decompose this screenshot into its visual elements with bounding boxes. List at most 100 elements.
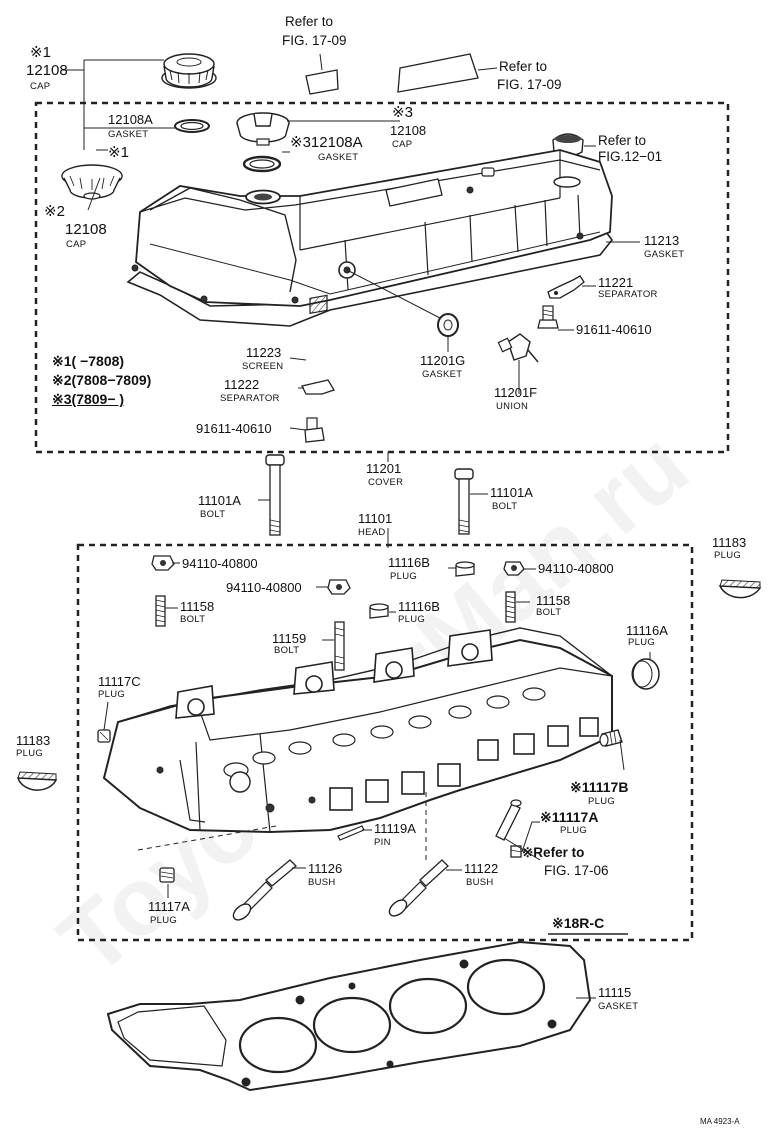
gasket-ring-12108a-3 bbox=[242, 155, 282, 173]
valve-guide-bush-11126 bbox=[232, 859, 297, 921]
ref-fig-12-01-line2: FIG.12−01 bbox=[598, 149, 663, 164]
plug-11116a-name: PLUG bbox=[628, 637, 656, 648]
cap-2-number: 12108 bbox=[65, 221, 107, 238]
plug-11183-left-name: PLUG bbox=[16, 748, 44, 759]
engine-variant-note: ※18R-C bbox=[552, 915, 605, 931]
separator-11221 bbox=[547, 275, 585, 299]
plug-11116a bbox=[631, 658, 660, 690]
plug-11116a-number: 11116A bbox=[626, 623, 668, 638]
stud-11158-left-number: 11158 bbox=[180, 599, 215, 614]
valve-cover-body bbox=[126, 149, 614, 327]
nut-94110-b-number: 94110-40800 bbox=[226, 580, 302, 595]
mark-1-small: ※1 bbox=[108, 144, 129, 161]
legend-line-3: ※3(7809− ) bbox=[52, 391, 125, 407]
plug-11116b-b bbox=[369, 603, 389, 619]
stud-11158-right bbox=[505, 591, 516, 623]
union-11201f-name: UNION bbox=[496, 401, 529, 412]
plug-11183-left-shape bbox=[16, 771, 58, 791]
bush-11126-name: BUSH bbox=[308, 877, 336, 888]
cap-3-mark: ※3 bbox=[392, 104, 413, 121]
screen-11223-name: SCREEN bbox=[242, 361, 284, 372]
nut-94110-c bbox=[503, 561, 525, 576]
plug-11183-left-number: 11183 bbox=[16, 733, 51, 748]
gasket-12108a-3-name: GASKET bbox=[318, 152, 359, 163]
union-11201f-number: 11201F bbox=[494, 385, 538, 400]
stud-11159-number: 11159 bbox=[272, 631, 307, 646]
sheet-ref-card-a bbox=[305, 53, 339, 95]
bush-11126-number: 11126 bbox=[308, 861, 343, 876]
pin-11119a-number: 11119A bbox=[374, 821, 416, 836]
head-bolt-left bbox=[265, 454, 285, 536]
cap-2-mark: ※2 bbox=[44, 203, 65, 220]
sheet-ref-card-b bbox=[397, 53, 498, 93]
plug-11183-right-number: 11183 bbox=[712, 535, 747, 550]
plug-11116b-b-name: PLUG bbox=[398, 614, 426, 625]
cap-3-name: CAP bbox=[392, 139, 413, 150]
plug-11117c bbox=[97, 729, 111, 743]
bolt-91611-left-number: 91611-40610 bbox=[196, 421, 272, 436]
screen-11223 bbox=[309, 294, 328, 315]
plug-11183-right-shape bbox=[718, 579, 762, 599]
cap-1-name: CAP bbox=[30, 81, 51, 92]
stud-11159-name: BOLT bbox=[274, 645, 300, 656]
bolt-91611-right bbox=[537, 305, 559, 329]
cap-2-name: CAP bbox=[66, 239, 87, 250]
pin-11119a-name: PIN bbox=[374, 837, 391, 848]
cover-11201-name: COVER bbox=[368, 477, 404, 488]
nut-94110-a-number: 94110-40800 bbox=[182, 556, 258, 571]
ref-fig-12-01-line1: Refer to bbox=[598, 133, 647, 148]
plug-11117b-number: ※11117B bbox=[570, 779, 629, 795]
ref-fig-17-06-line2: FIG. 17-06 bbox=[544, 863, 609, 878]
cap-1-number: 12108 bbox=[26, 62, 68, 79]
gasket-11201g-name: GASKET bbox=[422, 369, 463, 380]
plug-11116b-a-name: PLUG bbox=[390, 571, 418, 582]
plug-11116b-b-number: 11116B bbox=[398, 599, 440, 614]
nut-94110-c-number: 94110-40800 bbox=[538, 561, 614, 576]
leader-lines bbox=[62, 59, 651, 999]
plug-11117a-left-number: 11117A bbox=[148, 899, 190, 914]
oil-filler-cap-3 bbox=[236, 112, 290, 146]
plug-11183-right-name: PLUG bbox=[714, 550, 742, 561]
ref-fig-17-09-a-line2: FIG. 17-09 bbox=[282, 33, 347, 48]
plug-11116b-a bbox=[455, 561, 475, 577]
ref-fig-17-09-b-line1: Refer to bbox=[499, 59, 548, 74]
ref-fig-17-09-b-line2: FIG. 17-09 bbox=[497, 77, 562, 92]
plug-11116b-a-number: 11116B bbox=[388, 555, 430, 570]
plug-11117a-right-name: PLUG bbox=[560, 825, 588, 836]
separator-11222 bbox=[301, 379, 335, 395]
nut-94110-a bbox=[151, 555, 175, 571]
bush-11122-name: BUSH bbox=[466, 877, 494, 888]
union-11201f bbox=[497, 333, 539, 363]
ref-fig-17-06-line1: ※Refer to bbox=[522, 845, 585, 860]
gasket-ring-12108a-left bbox=[174, 119, 210, 133]
head-gasket-11115 bbox=[106, 940, 592, 1092]
ref-fig-17-09-a-line1: Refer to bbox=[285, 14, 334, 29]
separator-11221-number: 11221 bbox=[598, 275, 634, 290]
oil-filler-cap-2 bbox=[61, 164, 123, 200]
bush-11122-number: 11122 bbox=[464, 861, 499, 876]
separator-11221-name: SEPARATOR bbox=[598, 289, 658, 300]
bolt-91611-right-number: 91611-40610 bbox=[576, 322, 652, 337]
head-bolt-right bbox=[454, 468, 474, 535]
gasket-11213-number: 11213 bbox=[644, 233, 680, 248]
bolt-11101a-left-number: 11101A bbox=[198, 493, 241, 508]
plug-11117c-name: PLUG bbox=[98, 689, 126, 700]
plug-11117a-right bbox=[510, 845, 522, 858]
plug-11117a-left bbox=[159, 867, 175, 883]
screen-11223-number: 11223 bbox=[246, 345, 282, 360]
nut-94110-b bbox=[327, 579, 351, 595]
plug-11117b bbox=[599, 729, 623, 747]
plug-11117a-right-number: ※11117A bbox=[540, 809, 599, 825]
stud-11159 bbox=[334, 621, 345, 671]
plug-11117b-name: PLUG bbox=[588, 796, 616, 807]
cover-group-frame bbox=[34, 101, 730, 454]
gasket-12108a-3-number: ※312108A bbox=[290, 134, 363, 151]
cap-3-number: 12108 bbox=[390, 123, 427, 138]
valve-guide-bush-11122 bbox=[388, 859, 449, 917]
drawing-number: MA 4923-A bbox=[700, 1117, 740, 1126]
gasket-11115-name: GASKET bbox=[598, 1001, 639, 1012]
stud-11158-right-number: 11158 bbox=[536, 593, 571, 608]
gasket-11201g bbox=[437, 313, 459, 337]
